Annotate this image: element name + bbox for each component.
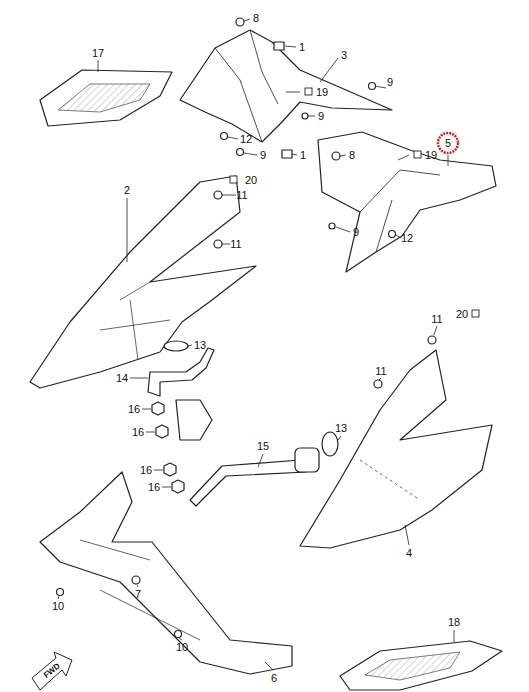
callout-number: 12 [400,232,414,245]
side-cowl [300,350,492,548]
decal [340,641,502,690]
callout-number: 10 [175,641,189,654]
callout-number: 16 [127,403,141,416]
callout-number: 8 [348,149,356,162]
bracket [190,460,306,506]
bracket-plate [176,400,212,440]
callout-number: 1 [299,149,307,162]
callout-number: 11 [235,189,248,202]
grommet [322,432,338,456]
inner-cover [180,30,392,142]
callout-number: 19 [315,86,329,99]
callout-number: 16 [139,464,153,477]
note-square [230,88,479,317]
bracket [148,348,214,396]
side-cowl [30,176,256,388]
callout-number: 8 [252,12,260,25]
callout-number: 5 [444,137,452,150]
highlight-circle [438,133,458,153]
callout-number: 2 [123,184,131,197]
callout-number: 11 [430,313,443,326]
callout-number: 7 [134,588,142,601]
callout-number: 15 [256,440,270,453]
bracket-plate [295,448,319,472]
leader-line [58,19,454,670]
callout-number: 17 [91,47,105,60]
callout-number: 14 [115,372,129,385]
callout-number: 10 [51,600,65,613]
callout-number: 4 [405,547,413,560]
callout-number: 13 [334,422,348,435]
fastener [57,18,437,638]
callout-number: 9 [352,226,360,239]
callout-number: 16 [131,426,145,439]
callout-number: 13 [193,339,207,352]
callout-number: 6 [270,672,278,685]
lower-cowl [40,472,292,674]
grommet [164,341,188,351]
callout-number: 20 [455,308,469,321]
callout-number: 9 [259,149,267,162]
inner-cover [318,132,496,272]
callout-number: 11 [374,365,387,378]
callout-number: 3 [340,49,348,62]
decal [40,70,172,126]
callout-number: 9 [317,110,325,123]
callout-number: 20 [244,174,258,187]
bolt [152,402,184,493]
callout-number: 12 [239,133,253,146]
callout-number: 16 [147,481,161,494]
fwd-arrow [32,652,72,690]
callout-number: 19 [424,149,438,162]
callout-number: 18 [447,616,461,629]
callout-number: 11 [229,238,242,251]
callout-number: 9 [386,76,394,89]
callout-number: 1 [298,41,306,54]
